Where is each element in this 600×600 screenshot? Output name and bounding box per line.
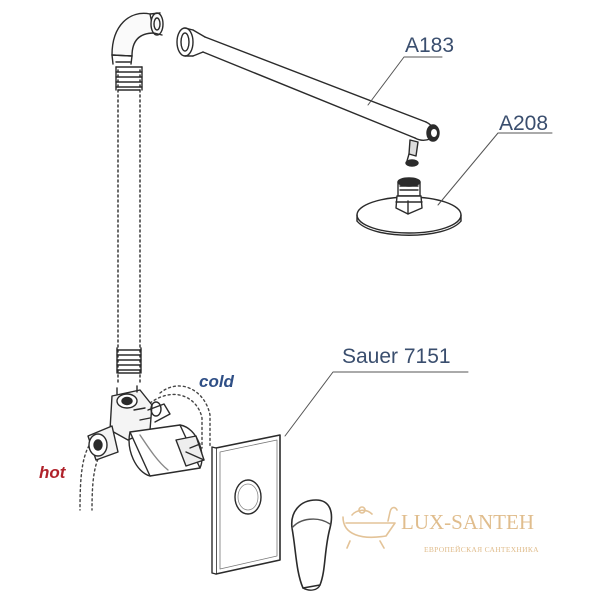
watermark-tagline: ЕВРОПЕЙСКАЯ САНТЕХНИКА bbox=[424, 545, 539, 554]
label-hot: hot bbox=[39, 463, 66, 482]
shower-arm bbox=[176, 27, 440, 142]
label-shower-head: A208 bbox=[499, 112, 549, 135]
label-cold: cold bbox=[199, 372, 234, 391]
leader-sauer bbox=[284, 371, 469, 437]
watermark-brand: LUX-SANTEH bbox=[401, 510, 534, 534]
label-shower-arm: A183 bbox=[405, 34, 455, 57]
watermark-emblem bbox=[342, 506, 398, 549]
shower-head bbox=[356, 177, 462, 236]
top-elbow-fitting bbox=[111, 12, 164, 65]
label-mixer: Sauer 7151 bbox=[342, 345, 451, 368]
lever-handle bbox=[291, 499, 333, 591]
mixer-body bbox=[87, 385, 205, 477]
leader-a183 bbox=[367, 56, 443, 106]
riser-pipe bbox=[115, 66, 143, 383]
leader-a208 bbox=[437, 132, 553, 206]
arm-connector bbox=[405, 139, 419, 167]
callout-leaders bbox=[284, 56, 553, 437]
cover-plate bbox=[211, 434, 281, 575]
